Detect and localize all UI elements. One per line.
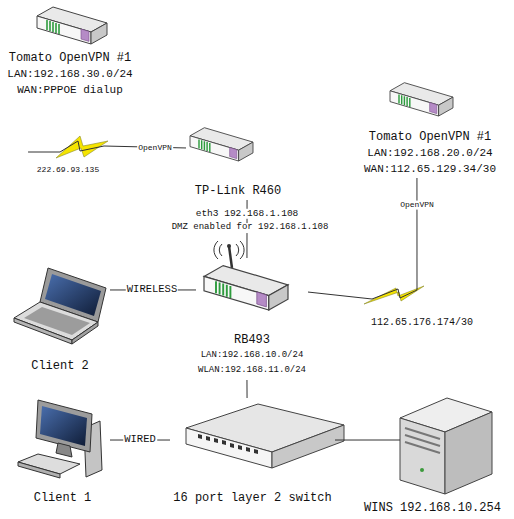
device-name: Client 1 [15,490,110,506]
router-icon [37,7,107,44]
device-node: WINS 192.168.10.254 [360,395,505,517]
wireless-router-icon [204,241,288,310]
server-front [400,418,445,494]
device-address: WLAN:192.168.11.0/24 [196,363,308,378]
device-name: Tomato OpenVPN #1 [355,129,505,145]
device-node: Client 2 [10,265,110,375]
antenna-tip [227,244,231,248]
link-label: OpenVPN [399,201,435,210]
device-node: Tomato OpenVPN #1LAN:192.168.20.0/24WAN:… [355,78,505,178]
laptop-edge [14,318,72,344]
router-icon [190,128,253,161]
lightning-bolt [364,286,424,304]
edge-group [28,141,417,440]
server-side [445,412,492,494]
monitor-stand [56,443,72,457]
device-node: TP-Link R460 [186,122,290,200]
device-node: RB493LAN:192.168.10.0/24WLAN:192.168.11.… [196,258,308,380]
server-icon [400,398,492,494]
device-address: WAN:112.65.129.34/30 [355,161,505,177]
device-node: 16 port layer 2 switch [170,398,335,508]
device-address: LAN:192.168.20.0/24 [355,145,505,161]
device-node: Client 1 [15,395,110,507]
node-text-group: Tomato OpenVPN #1LAN:192.168.20.0/24WAN:… [355,129,505,177]
address-note: eth3 192.168.1.108 [195,209,300,219]
power-led [420,468,424,472]
switch-side [272,425,344,468]
address-note: 222.69.93.135 [36,166,100,175]
switch-ports [198,434,258,454]
link-label: WIRELESS [126,284,178,296]
network-link [246,380,247,398]
laptop-keyboard [24,307,90,335]
drive-bays [405,428,440,453]
network-link [308,178,417,299]
switch-icon [186,404,344,468]
node-text-group: Tomato OpenVPN #1LAN:192.168.30.0/24WAN:… [3,50,137,98]
node-text-group: Client 1 [15,490,110,506]
device-address: LAN:192.168.30.0/24 [3,66,137,82]
link-label: WIRED [123,434,157,446]
wifi-waves [214,241,244,259]
node-text-group: RB493LAN:192.168.10.0/24WLAN:192.168.11.… [196,333,308,378]
network-link [335,440,360,441]
desktop-icon [18,400,102,478]
network-link [28,141,186,152]
laptop-icon [14,268,106,344]
device-address: LAN:192.168.10.0/24 [196,348,308,363]
node-text-group: TP-Link R460 [186,183,290,199]
antenna [229,246,232,268]
device-name: Client 2 [10,358,110,374]
laptop-edge [72,322,98,344]
device-address: WAN:PPPOE dialup [3,82,137,98]
device-node: Tomato OpenVPN #1LAN:192.168.30.0/24WAN:… [3,2,137,152]
address-note: 112.65.176.174/30 [370,317,474,328]
switch-front [186,428,272,468]
link-label: OpenVPN [137,144,173,153]
device-name: Tomato OpenVPN #1 [3,50,137,66]
address-note: DMZ enabled for 192.168.1.108 [171,223,330,233]
device-name: TP-Link R460 [186,183,290,199]
monitor-screen [40,406,87,446]
router-icon [390,83,453,116]
wire-stub [360,440,400,441]
node-text-group: 16 port layer 2 switch [170,490,335,506]
device-name: WINS 192.168.10.254 [360,500,505,516]
node-text-group: WINS 192.168.10.254 [360,500,505,516]
keyboard-edge [18,462,60,478]
device-name: RB493 [196,333,308,348]
router-icon [204,266,288,310]
device-name: 16 port layer 2 switch [170,490,335,506]
node-text-group: Client 2 [10,358,110,374]
